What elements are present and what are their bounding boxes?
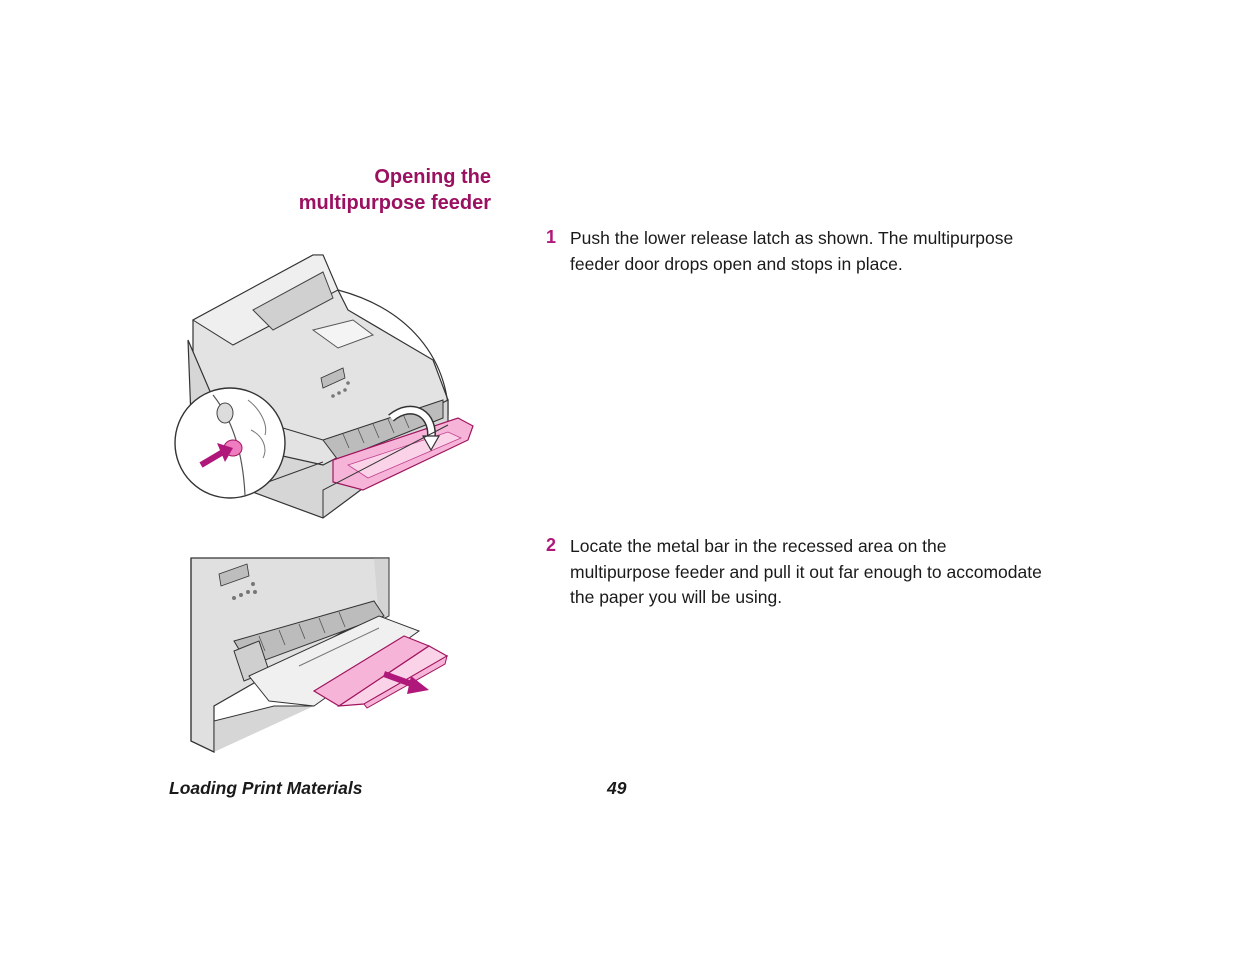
step-number: 2	[546, 535, 557, 555]
section-heading-line-2: multipurpose feeder	[298, 192, 491, 214]
step-2: 2 Locate the metal bar in the recessed a…	[546, 534, 1076, 611]
step-text: Locate the metal bar in the recessed are…	[570, 534, 1076, 611]
feeder-extension-illustration	[189, 556, 449, 754]
step-text-line: Push the lower release latch as shown. T…	[570, 228, 1014, 248]
step-text: Push the lower release latch as shown. T…	[570, 226, 1076, 277]
page-number: 49	[607, 778, 627, 798]
step-number: 1	[546, 227, 557, 247]
printer-open-feeder-illustration	[173, 250, 475, 520]
step-1: 1 Push the lower release latch as shown.…	[546, 226, 1076, 277]
step-text-line: the paper you will be using.	[570, 587, 783, 607]
step-text-line: Locate the metal bar in the recessed are…	[570, 536, 947, 556]
step-text-line: multipurpose feeder and pull it out far …	[570, 561, 1042, 582]
section-heading-line-1: Opening the	[374, 166, 491, 188]
step-text-line: feeder door drops open and stops in plac…	[570, 253, 903, 274]
footer-chapter-title: Loading Print Materials	[169, 778, 363, 798]
section-heading: Opening the multipurpose feeder	[91, 164, 491, 216]
